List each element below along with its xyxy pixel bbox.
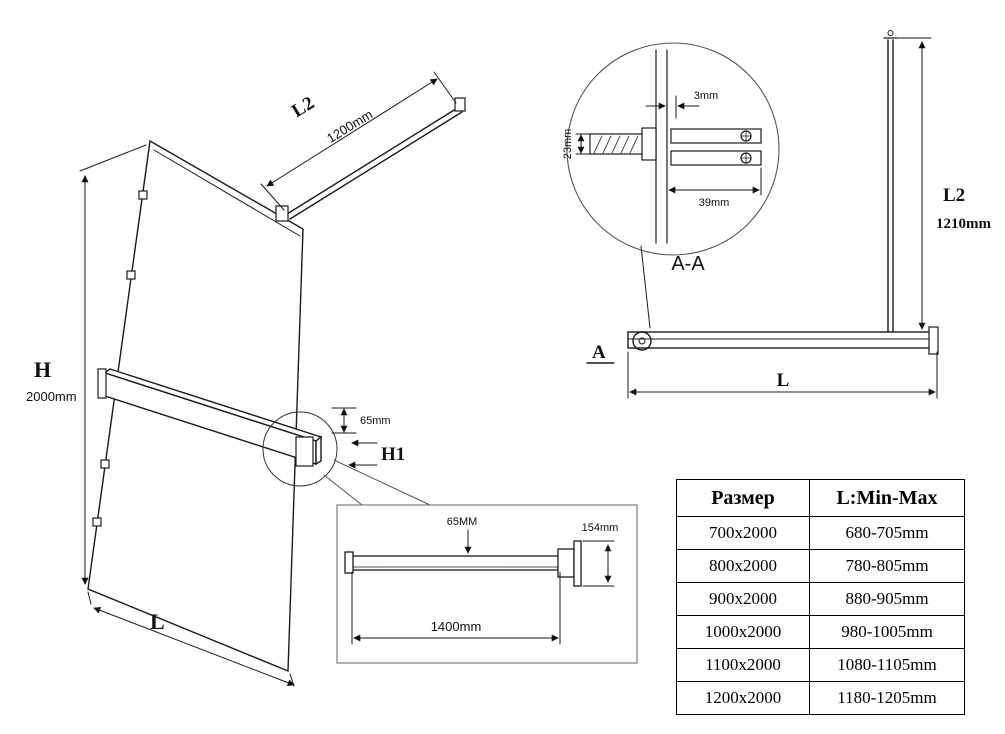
table-header-range: L:Min-Max [809, 479, 965, 517]
clamp-section [670, 128, 762, 166]
side-l2-dimension [895, 37, 932, 330]
table-row: 700x2000 680-705mm [676, 516, 965, 550]
section-39mm-label: 39mm [699, 197, 730, 209]
side-l-dimension [627, 351, 938, 399]
section-3mm-dimension [645, 95, 700, 119]
l2-dimension-iso [260, 71, 457, 211]
table-row: 1200x2000 1180-1205mm [676, 681, 965, 715]
table-cell-range: 1080-1105mm [809, 648, 965, 682]
wall-brackets [92, 190, 148, 527]
l-dimension-iso [87, 591, 295, 687]
table-cell-range: 980-1005mm [809, 615, 965, 649]
side-l2-label: L2 [943, 185, 965, 206]
detail-1400-label: 1400mm [431, 619, 482, 634]
table-cell-range: 1180-1205mm [809, 681, 965, 715]
table-row: 1000x2000 980-1005mm [676, 615, 965, 649]
section-title: A-A [671, 253, 705, 275]
table-cell-size: 900x2000 [676, 582, 810, 616]
section-39mm-dimension [668, 167, 762, 196]
table-row: 1100x2000 1080-1105mm [676, 648, 965, 682]
detail-leaders [323, 459, 431, 506]
section-23mm-label: 23mm [562, 129, 574, 160]
h-value: 2000mm [26, 389, 77, 404]
detail-154-dimension [582, 540, 615, 587]
side-l2-value: 1210mm [936, 216, 991, 232]
section-leader [640, 245, 651, 329]
towel-bar [97, 368, 323, 467]
h-label: H [34, 357, 51, 382]
pivot-ring [632, 331, 652, 351]
detail-1400-dimension [351, 571, 561, 645]
table-header-row: Размер L:Min-Max [676, 479, 965, 517]
table-cell-size: 700x2000 [676, 516, 810, 550]
table-cell-size: 800x2000 [676, 549, 810, 583]
section-3mm-label: 3mm [694, 90, 718, 102]
table-cell-size: 1200x2000 [676, 681, 810, 715]
h-dimension [79, 144, 147, 585]
detail-65-label: 65MM [447, 516, 478, 528]
rod-section [589, 127, 657, 161]
table-row: 800x2000 780-805mm [676, 549, 965, 583]
dimension-table: Размер L:Min-Max 700x2000 680-705mm 800x… [676, 479, 965, 715]
l-label-iso: L [150, 609, 165, 634]
offset-65-dimension [331, 407, 357, 434]
table-cell-range: 780-805mm [809, 549, 965, 583]
side-view: A L2 1210mm L [586, 30, 991, 399]
table-header-size: Размер [676, 479, 810, 517]
section-23mm-dimension [575, 133, 591, 155]
isometric-view: H 2000mm L2 1200mm L [26, 71, 466, 687]
side-l-label: L [777, 370, 790, 391]
section-detail-aa: 3mm 23mm 39mm A-A [562, 42, 780, 329]
cut-a-label: A [592, 342, 606, 363]
detail-circle [262, 411, 338, 487]
h1-callout [348, 439, 378, 469]
table-row: 900x2000 880-905mm [676, 582, 965, 616]
l2-value-iso: 1200mm [324, 107, 375, 146]
h1-label: H1 [381, 444, 405, 465]
bar-detail-view: 65MM 154mm 1400mm [336, 504, 638, 664]
table-cell-range: 880-905mm [809, 582, 965, 616]
table-cell-range: 680-705mm [809, 516, 965, 550]
table-cell-size: 1000x2000 [676, 615, 810, 649]
table-cell-size: 1100x2000 [676, 648, 810, 682]
offset-65-label: 65mm [360, 415, 391, 427]
detail-154-label: 154mm [582, 522, 619, 534]
l2-label-iso: L2 [288, 93, 318, 122]
